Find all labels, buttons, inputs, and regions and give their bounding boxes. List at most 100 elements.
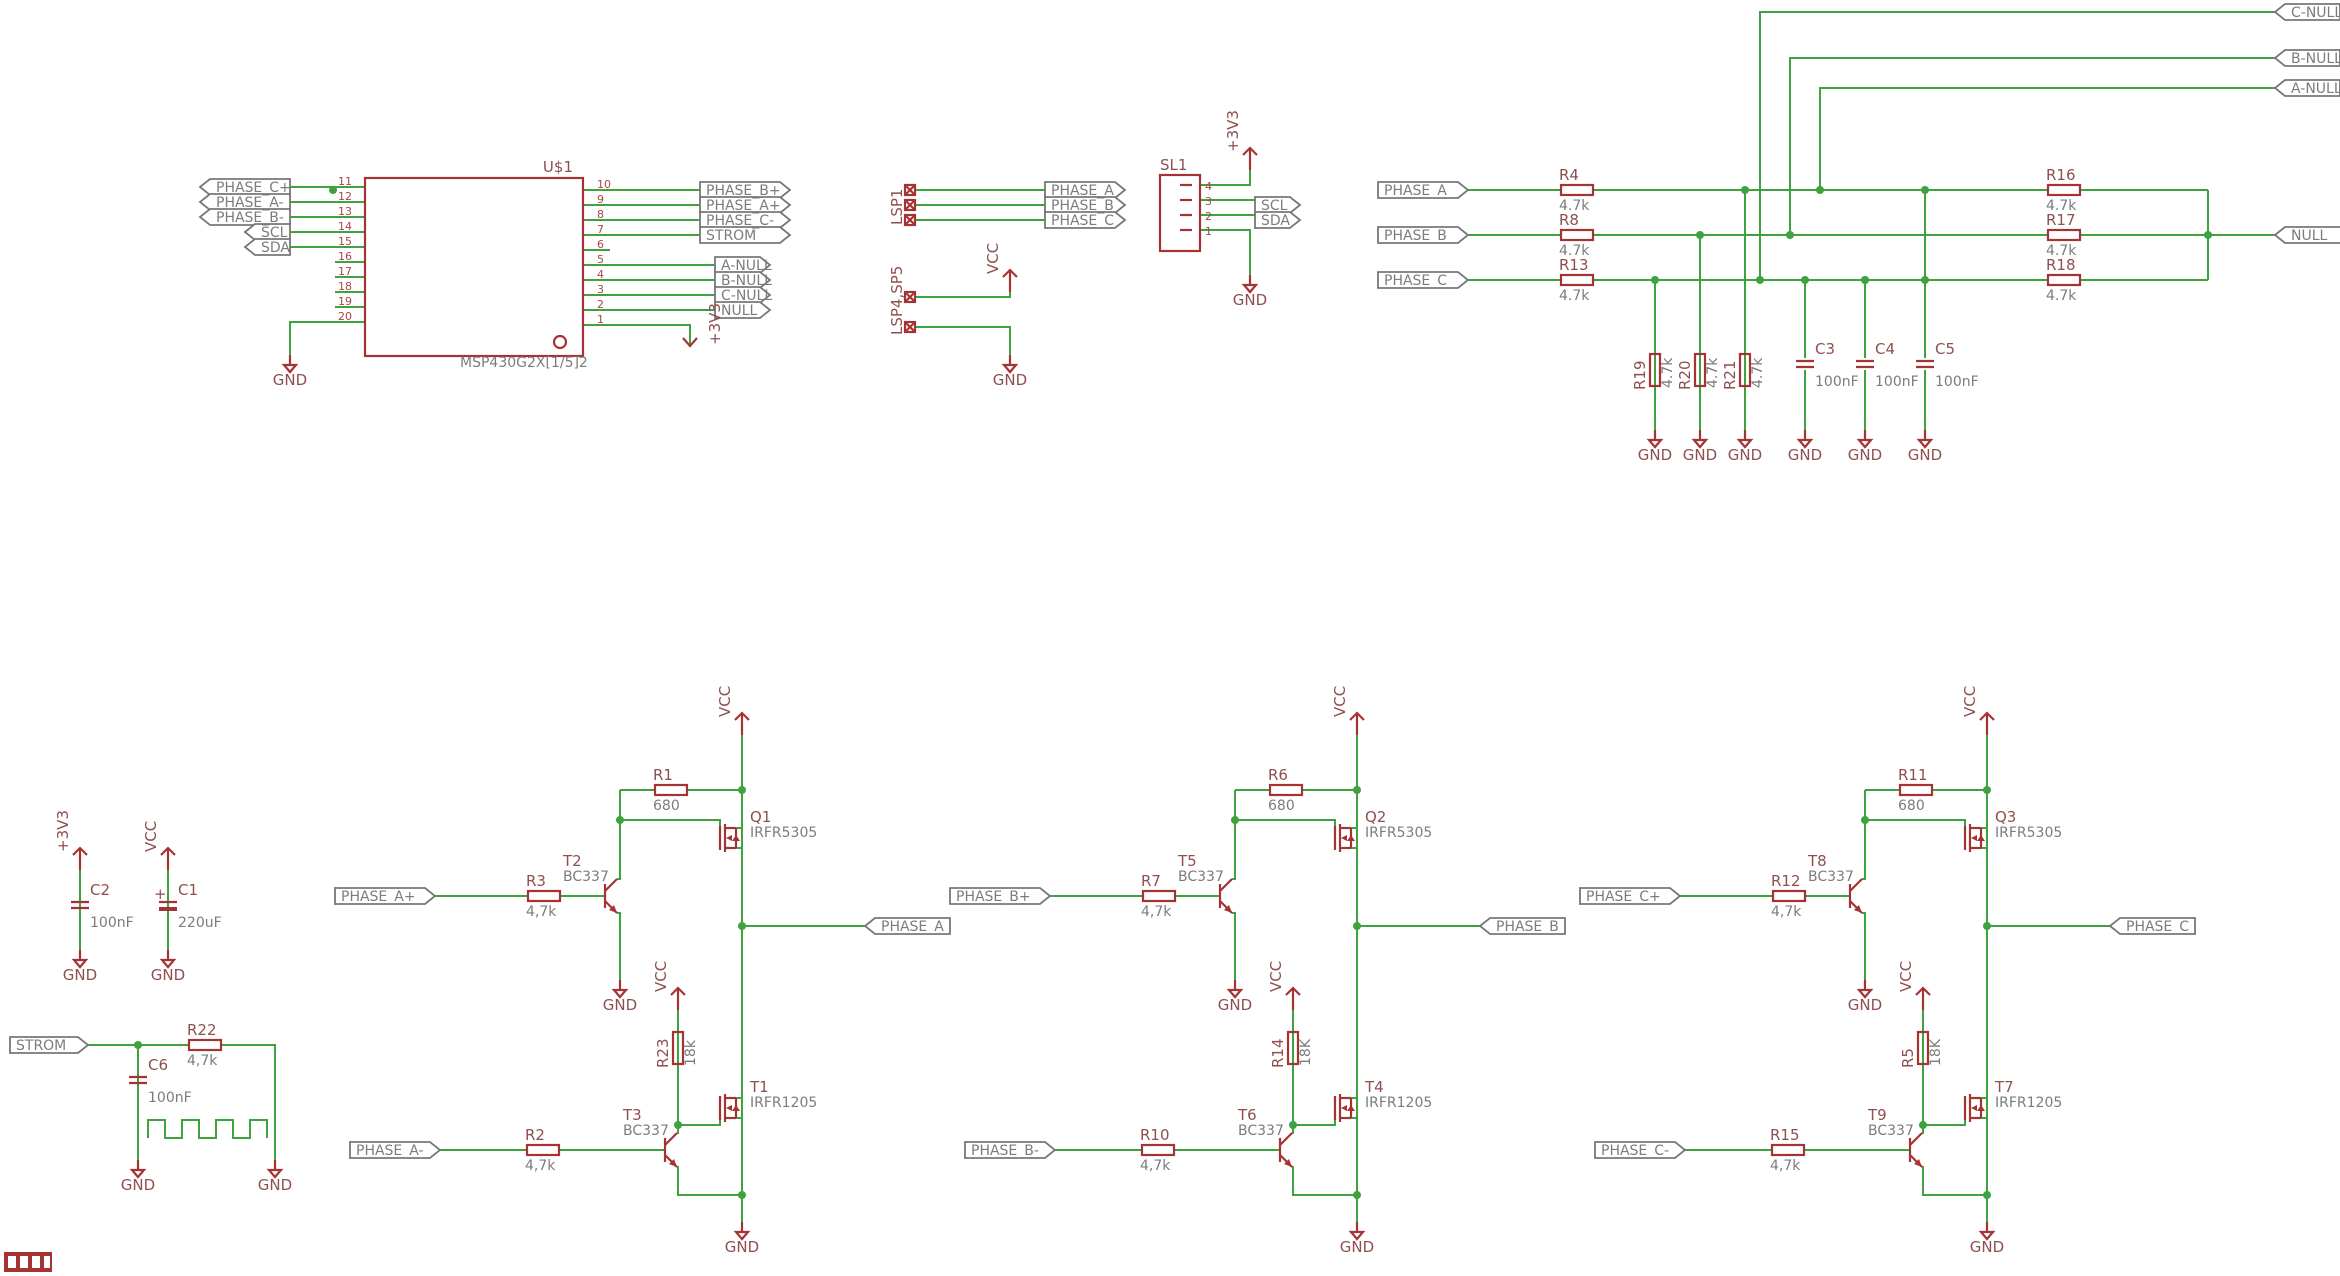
solder-pad bbox=[903, 183, 917, 197]
pin-number: 1 bbox=[1205, 225, 1212, 238]
supply-label: VCC bbox=[652, 961, 670, 992]
port-label: SDA bbox=[1261, 213, 1290, 229]
series-resistor bbox=[1559, 228, 1595, 242]
pwm-waveform bbox=[147, 1119, 268, 1139]
capacitor-value: 100nF bbox=[1935, 374, 1979, 390]
gate-arrow bbox=[726, 835, 732, 841]
gnd-symbol bbox=[1856, 430, 1874, 449]
gnd-arrow bbox=[1796, 438, 1814, 449]
port-flag bbox=[1254, 211, 1302, 229]
port-flag bbox=[1044, 181, 1127, 199]
port-label: PHASE_C bbox=[2126, 919, 2189, 935]
gnd-arrow bbox=[733, 1230, 751, 1241]
resistor-name: R5 bbox=[1899, 1048, 1917, 1068]
gnd-arrow bbox=[1226, 988, 1244, 999]
resistor-body bbox=[653, 783, 689, 797]
capacitor-name: C6 bbox=[148, 1056, 168, 1074]
resistor-value: 4,7k bbox=[526, 904, 557, 920]
resistor-body bbox=[2046, 183, 2082, 197]
gnd-arrow bbox=[1241, 283, 1259, 294]
capacitor-value: 100nF bbox=[1815, 374, 1859, 390]
port-label: SCL bbox=[261, 225, 288, 241]
gate-arrow bbox=[1971, 835, 1977, 841]
diode-mark bbox=[1977, 1105, 1985, 1111]
port-label: PHASE_A bbox=[1384, 183, 1447, 199]
gate-arrow bbox=[1341, 1105, 1347, 1111]
pin-number: 17 bbox=[338, 265, 352, 278]
port-flag bbox=[1377, 181, 1470, 199]
supply-label: VCC bbox=[1961, 686, 1979, 717]
supply-label: VCC bbox=[1897, 961, 1915, 992]
port-flag bbox=[714, 271, 772, 289]
mosfet-value: IRFR5305 bbox=[1995, 825, 2062, 841]
port-label: PHASE_C+ bbox=[1586, 889, 1661, 905]
port-flag bbox=[699, 226, 792, 244]
shunt-resistor bbox=[1648, 352, 1662, 388]
gnd-arrow bbox=[1978, 1230, 1996, 1241]
port-flag bbox=[699, 196, 792, 214]
pin-number: 3 bbox=[1205, 195, 1212, 208]
pin-number: 11 bbox=[338, 175, 352, 188]
gnd-arrow bbox=[1691, 438, 1709, 449]
resistor-body bbox=[525, 1143, 561, 1157]
npn-transistor bbox=[1218, 878, 1233, 914]
gnd-arrow bbox=[1001, 363, 1019, 374]
pin-number: 7 bbox=[597, 223, 604, 236]
net-port bbox=[699, 181, 792, 199]
gnd-label: GND bbox=[993, 371, 1027, 389]
emitter-arrow bbox=[1914, 1159, 1922, 1167]
resistor-value: 4.7k bbox=[1559, 288, 1590, 304]
supply-label: VCC bbox=[984, 243, 1002, 274]
pad-cross bbox=[904, 184, 916, 196]
resistor-value: 4.7k bbox=[1705, 357, 1721, 388]
port-label: PHASE_A bbox=[881, 919, 944, 935]
port-label: NULL bbox=[721, 303, 758, 319]
gnd-label: GND bbox=[1340, 1238, 1374, 1256]
diode-mark bbox=[1347, 835, 1355, 841]
diode-mark bbox=[1977, 835, 1985, 841]
resistor-value: 680 bbox=[1898, 798, 1925, 814]
net-port bbox=[699, 211, 792, 229]
port-flag bbox=[1594, 1141, 1687, 1159]
port-label: STROM bbox=[706, 228, 756, 244]
port-label: PHASE_A- bbox=[216, 195, 284, 211]
supply-label: +3V3 bbox=[1224, 110, 1242, 152]
npn-transistor bbox=[603, 878, 618, 914]
mosfet-name: T7 bbox=[1994, 1078, 2014, 1096]
wire bbox=[1789, 57, 2275, 235]
junction bbox=[329, 186, 337, 194]
shunt-resistor bbox=[1738, 352, 1752, 388]
pin-number: 2 bbox=[597, 298, 604, 311]
supply-symbol bbox=[1979, 711, 1995, 735]
resistor-name: R7 bbox=[1141, 872, 1161, 890]
junction bbox=[1816, 186, 1824, 194]
gnd-label: GND bbox=[1218, 996, 1252, 1014]
mosfet bbox=[1963, 824, 1985, 852]
supply-symbol bbox=[682, 337, 698, 348]
wire bbox=[677, 1125, 679, 1134]
supply-arrow bbox=[1915, 986, 1931, 996]
resistor-body bbox=[1648, 352, 1662, 388]
microcontroller bbox=[363, 176, 585, 358]
cap-gap bbox=[1855, 358, 1875, 370]
pad bbox=[903, 213, 917, 227]
solder-pad bbox=[903, 320, 917, 334]
port-flag bbox=[964, 1141, 1057, 1159]
pin-number: 19 bbox=[338, 295, 352, 308]
resistor-body bbox=[1141, 889, 1177, 903]
wire bbox=[677, 1166, 742, 1196]
resistor-body bbox=[2046, 273, 2082, 287]
resistor-body bbox=[2046, 228, 2082, 242]
port-label: A-NULL bbox=[2291, 81, 2340, 97]
transistor-value: BC337 bbox=[1238, 1123, 1284, 1139]
collector-lead bbox=[1279, 1132, 1293, 1146]
gnd-arrow bbox=[1646, 438, 1664, 449]
mosfet-name: Q1 bbox=[750, 808, 771, 826]
resistor-name: R4 bbox=[1559, 166, 1579, 184]
gnd-label: GND bbox=[1848, 996, 1882, 1014]
supply-label: VCC bbox=[716, 686, 734, 717]
gnd-label: GND bbox=[1683, 446, 1717, 464]
supply-arrow bbox=[160, 846, 176, 856]
net-port bbox=[198, 208, 291, 226]
